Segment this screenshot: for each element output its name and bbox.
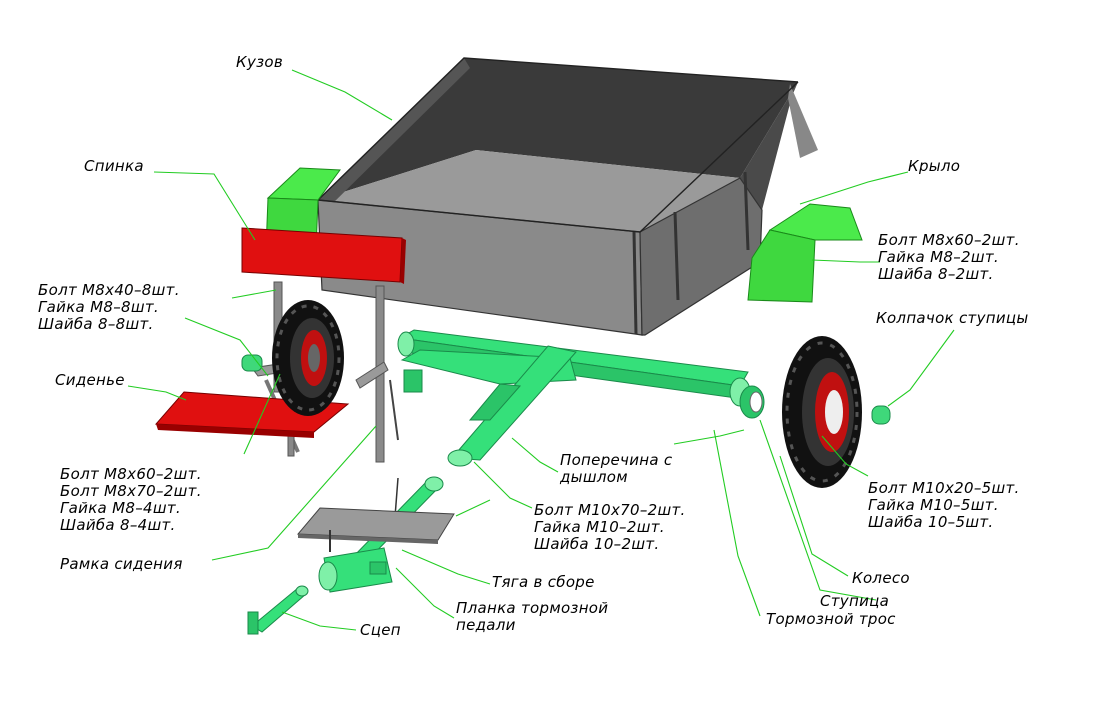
label-spinka: Спинка — [84, 158, 144, 175]
crossbeam-with-drawbar — [397, 329, 751, 467]
label-line: Сиденье — [55, 371, 125, 389]
label-line: Крыло — [908, 157, 961, 175]
label-line: педали — [456, 616, 516, 634]
label-line: Шайба 8–2шт. — [878, 265, 994, 283]
brake-pedal-plate — [296, 507, 455, 552]
trailer-body — [317, 57, 818, 336]
label-line: Гайка М10–2шт. — [534, 518, 665, 536]
seat-back — [241, 227, 406, 284]
label-line: Болт М8х60–2шт. — [878, 231, 1020, 249]
label-line: дышлом — [560, 468, 628, 486]
hitch — [247, 585, 309, 635]
label-line: Кузов — [236, 53, 284, 71]
hub-cap-left — [241, 354, 263, 372]
hub-cap-right — [871, 405, 891, 425]
leader-lines — [127, 69, 955, 631]
label-line: Шайба 8–8шт. — [38, 315, 154, 333]
label-line: Гайка М10–5шт. — [868, 496, 999, 514]
fender-right — [747, 203, 863, 303]
label-kuzov: Кузов — [236, 54, 283, 71]
label-tormoznoy-tros: Тормозной трос — [766, 611, 896, 628]
label-line: Болт М10х70–2шт. — [534, 501, 686, 519]
label-line: Болт М8х40–8шт. — [38, 281, 180, 299]
label-line: Рамка сидения — [60, 555, 183, 573]
label-line: Колпачок ступицы — [876, 309, 1029, 327]
label-bolt-m8x60-group: Болт М8х60–2шт.Болт М8х70–2шт.Гайка М8–4… — [60, 466, 202, 534]
label-line: Поперечина с — [560, 451, 673, 469]
label-line: Гайка М8–4шт. — [60, 499, 181, 517]
label-line: Болт М8х70–2шт. — [60, 482, 202, 500]
label-kolpachok-stupitsy: Колпачок ступицы — [876, 310, 1029, 327]
label-line: Гайка М8–8шт. — [38, 298, 159, 316]
label-line: Болт М10х20–5шт. — [868, 479, 1020, 497]
label-line: Шайба 10–2шт. — [534, 535, 660, 553]
label-line: Спинка — [84, 157, 144, 175]
label-bolt-m8x40: Болт М8х40–8шт.Гайка М8–8шт.Шайба 8–8шт. — [38, 282, 180, 333]
label-krylo: Крыло — [908, 158, 960, 175]
label-line: Планка тормозной — [456, 599, 609, 617]
label-line: Гайка М8–2шт. — [878, 248, 999, 266]
label-line: Колесо — [852, 569, 910, 587]
hub-right — [739, 385, 765, 419]
label-line: Сцеп — [360, 621, 401, 639]
label-bolt-m10x70: Болт М10х70–2шт.Гайка М10–2шт.Шайба 10–2… — [534, 502, 686, 553]
label-line: Шайба 10–5шт. — [868, 513, 994, 531]
label-tyaga: Тяга в сборе — [492, 574, 595, 591]
label-line: Шайба 8–4шт. — [60, 516, 176, 534]
label-line: Болт М8х60–2шт. — [60, 465, 202, 483]
wheel-left — [272, 300, 344, 416]
label-stupitsa: Ступица — [820, 593, 889, 610]
label-line: Тяга в сборе — [492, 573, 595, 591]
label-stsep: Сцеп — [360, 622, 401, 639]
label-ramka-sideniya: Рамка сидения — [60, 556, 183, 573]
label-bolt-m10x20: Болт М10х20–5шт.Гайка М10–5шт.Шайба 10–5… — [868, 480, 1020, 531]
label-koleso: Колесо — [852, 570, 910, 587]
label-line: Ступица — [820, 592, 890, 610]
wheel-right — [782, 336, 862, 488]
label-line: Тормозной трос — [766, 610, 896, 628]
label-bolt-m8x60-right: Болт М8х60–2шт.Гайка М8–2шт.Шайба 8–2шт. — [878, 232, 1020, 283]
label-sidenye: Сиденье — [55, 372, 125, 389]
